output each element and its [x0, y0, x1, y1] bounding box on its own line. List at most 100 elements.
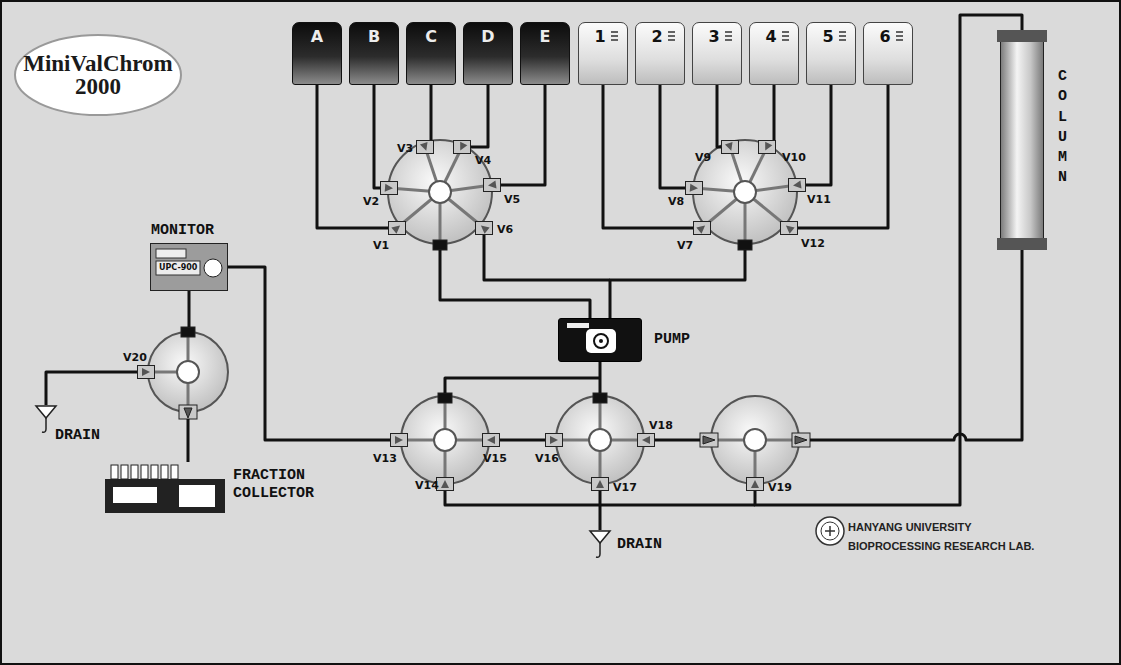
buffer-reservoir-label: B [368, 27, 380, 46]
sample-reservoir-art [668, 35, 675, 37]
buffer-reservoir-label: C [425, 27, 437, 46]
valve-port [179, 405, 197, 419]
valve-art [596, 480, 604, 488]
valve: V13 [390, 433, 408, 447]
sample-reservoir: 6 [863, 22, 913, 85]
valve-art [484, 179, 500, 191]
valve-port [703, 436, 715, 444]
uv-monitor-art [156, 249, 186, 258]
valve: V17 [591, 477, 609, 491]
selector-manifold [693, 140, 797, 244]
tubing [610, 250, 745, 318]
fraction-collector-art [105, 465, 225, 513]
sample-reservoir-art [668, 31, 675, 33]
logo-ellipse: MiniValChrom 2000 [14, 34, 182, 116]
sample-reservoir-art [611, 35, 618, 37]
drain-symbol-label: DRAIN [617, 536, 662, 553]
selector-manifold [429, 181, 451, 203]
display-text: UPC-900 [159, 263, 197, 272]
valve-label: V14 [415, 479, 439, 492]
fraction-collector-label: FRACTION COLLECTOR [233, 467, 328, 503]
valve-art [725, 142, 735, 152]
column-art [1001, 31, 1043, 249]
valve-label: V13 [373, 452, 397, 465]
valve-port [181, 327, 195, 337]
valve: V16 [545, 433, 563, 447]
column-label: COLUMN [1055, 67, 1070, 189]
valve-art [638, 434, 654, 446]
valve-port [438, 393, 452, 403]
valve: V3 [416, 140, 434, 154]
switch-valve [146, 332, 801, 484]
lab-logo-label: HANYANG UNIVERSITY BIOPROCESSING RESEARC… [848, 521, 1034, 552]
valve-art [417, 141, 433, 153]
switch-valve [744, 429, 766, 451]
sample-reservoir-art [725, 31, 732, 33]
tubing [188, 291, 191, 327]
valve-art [546, 434, 562, 446]
tubing [471, 85, 488, 147]
sample-reservoir-art [611, 31, 618, 33]
valve-label: V16 [535, 452, 559, 465]
valve: V12 [780, 221, 798, 235]
fraction-collector-art [171, 465, 178, 479]
fraction-collector-art [141, 465, 148, 479]
valve-port [700, 433, 718, 447]
tubing [430, 85, 433, 140]
valve-art [696, 222, 707, 233]
valve-label: V2 [363, 195, 379, 208]
valve-art [457, 142, 468, 153]
buffer-reservoir: B [349, 22, 399, 85]
selector-manifold [389, 147, 492, 244]
column-art [997, 238, 1047, 250]
sample-reservoir-label: 5 [822, 27, 833, 46]
uv-monitor: MONITORUPC-900 [150, 243, 228, 291]
switch-valve [434, 429, 456, 451]
sample-reservoir-art [839, 35, 846, 37]
fraction-collector-art [121, 465, 128, 479]
sample-reservoir-label: 4 [765, 27, 776, 46]
valve-label: V5 [504, 193, 520, 206]
valve-art [391, 434, 407, 446]
valve-art [389, 222, 405, 234]
sample-reservoir: 2 [635, 22, 685, 85]
valve-art [747, 478, 763, 490]
drain-symbol: DRAIN [589, 530, 611, 552]
valve-label: V11 [807, 193, 831, 206]
drain-symbol-art [596, 543, 600, 557]
fraction-collector: FRACTION COLLECTOR [105, 465, 225, 513]
valve-art [789, 179, 805, 191]
drain-symbol-art [35, 405, 57, 427]
valve: V15 [482, 433, 500, 447]
valve-port [738, 240, 752, 250]
drain-symbol: DRAIN [35, 405, 57, 427]
fraction-collector-art [131, 465, 138, 479]
valve-port [795, 436, 807, 444]
tubing [228, 267, 390, 440]
fraction-collector-art [179, 485, 215, 507]
valve-label: V4 [475, 154, 491, 167]
valve-art [142, 368, 150, 376]
valve: V5 [483, 178, 501, 192]
tubing [810, 250, 1022, 440]
buffer-reservoir: D [463, 22, 513, 85]
valve-art [420, 142, 430, 152]
sample-reservoir-art [896, 35, 903, 37]
tubing [500, 439, 545, 442]
valve: V6 [475, 221, 493, 235]
drain-symbol-art [589, 530, 611, 552]
valve-label: V9 [695, 151, 711, 164]
pump-art [586, 329, 616, 353]
sample-reservoir-art [611, 39, 618, 41]
valve-label: V6 [497, 223, 513, 236]
valve: V20 [137, 365, 155, 379]
valve: V2 [380, 181, 398, 195]
sample-reservoir-label: 2 [651, 27, 662, 46]
valve-art [483, 434, 499, 446]
fraction-collector-art [113, 487, 157, 503]
tubing [317, 85, 388, 228]
tubing [798, 85, 888, 228]
fraction-collector-art [151, 465, 158, 479]
university-emblem [825, 526, 835, 536]
